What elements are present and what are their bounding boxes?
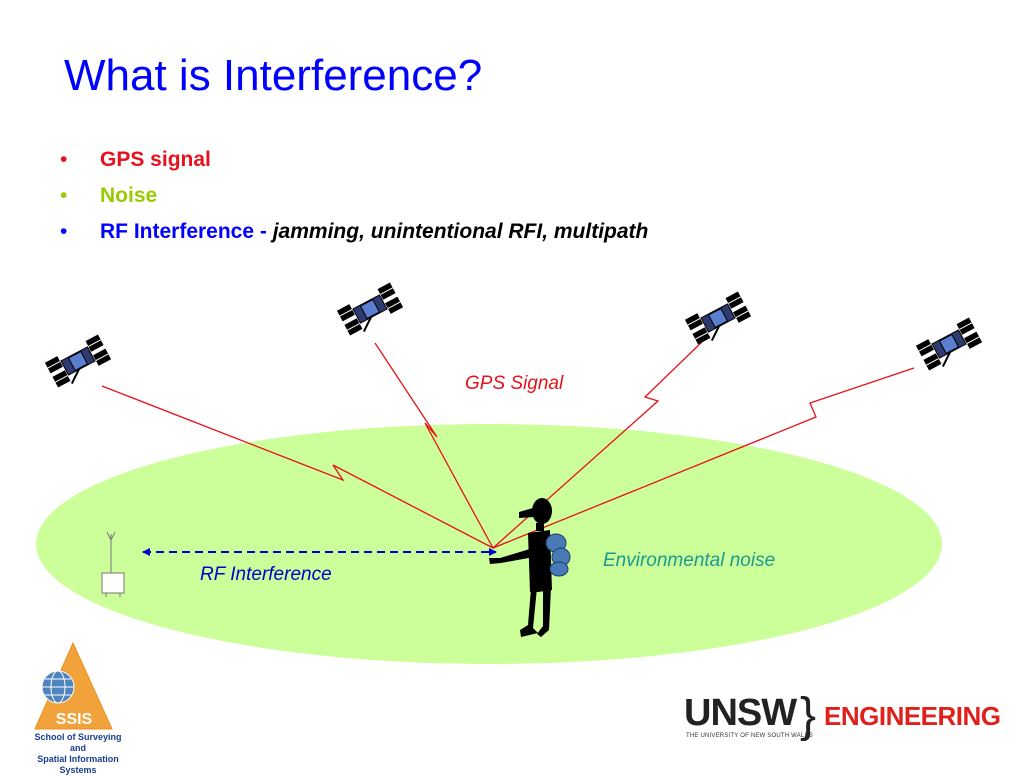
unsw-subtitle: THE UNIVERSITY OF NEW SOUTH WALES xyxy=(686,733,813,739)
environmental-noise-label: Environmental noise xyxy=(603,550,776,571)
bullet-noise: • Noise xyxy=(60,178,648,214)
bullet-gps-signal: • GPS signal xyxy=(60,142,648,178)
signal-line xyxy=(101,385,494,549)
bullet-text: GPS signal xyxy=(100,148,211,171)
slide-title: What is Interference? xyxy=(64,51,483,100)
bullet-marker: • xyxy=(60,184,68,207)
satellite-icon xyxy=(43,333,114,392)
bullet-marker: • xyxy=(60,148,68,171)
signal-lines xyxy=(101,338,915,549)
rf-interference-label: RF Interference xyxy=(200,564,332,585)
signal-line xyxy=(492,367,915,549)
transmitter-icon xyxy=(101,531,125,597)
satellite-icon xyxy=(914,316,985,375)
bullet-emphasis: jamming, unintentional RFI, multipath xyxy=(272,220,649,243)
engineering-logo-text: ENGINEERING xyxy=(824,701,1001,731)
signal-line xyxy=(492,338,706,549)
ssis-abbr: SSIS xyxy=(56,711,93,728)
satellite-icon xyxy=(683,290,754,349)
bullet-rf-interference: • RF Interference - jamming, unintentiona… xyxy=(60,214,648,250)
ssis-logo-icon: SSIS xyxy=(34,641,113,730)
bullet-list: • GPS signal • Noise • RF Interference - ja… xyxy=(60,142,648,250)
bullet-text: RF Interference - xyxy=(100,220,273,243)
bullet-marker: • xyxy=(60,220,68,243)
ssis-caption-line: School of Surveying and xyxy=(34,732,122,753)
satellite-icon xyxy=(335,281,406,340)
unsw-logo-text: UNSW xyxy=(684,692,797,734)
ground-ellipse xyxy=(36,424,942,664)
person-icon xyxy=(489,498,571,637)
ssis-caption-line: Spatial Information Systems xyxy=(37,754,119,775)
bullet-text: Noise xyxy=(100,184,158,207)
unsw-brace: } xyxy=(800,689,817,742)
gps-signal-label: GPS Signal xyxy=(465,373,564,394)
signal-line xyxy=(374,342,494,549)
ssis-caption: School of Surveying and Spatial Informat… xyxy=(28,732,128,776)
